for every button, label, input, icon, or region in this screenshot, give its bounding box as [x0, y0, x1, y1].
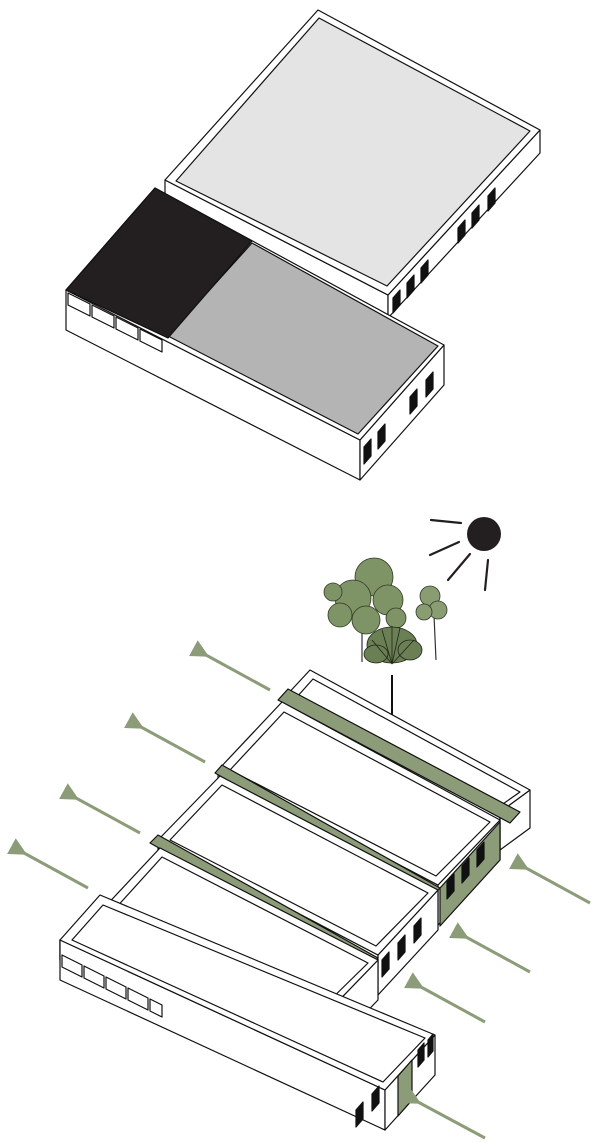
arrow-icon — [526, 868, 590, 903]
arrow-icon — [206, 655, 270, 690]
arrow-icon — [24, 853, 88, 888]
existing-building — [66, 10, 540, 480]
arrow-icon — [421, 987, 485, 1022]
sun-icon — [430, 517, 501, 590]
arrow-icon — [418, 1102, 485, 1138]
new-building — [60, 670, 530, 1130]
tree-icon — [324, 558, 447, 664]
arrow-icon — [76, 798, 140, 833]
arrow-icon — [141, 727, 205, 762]
arrow-icon — [466, 937, 530, 972]
